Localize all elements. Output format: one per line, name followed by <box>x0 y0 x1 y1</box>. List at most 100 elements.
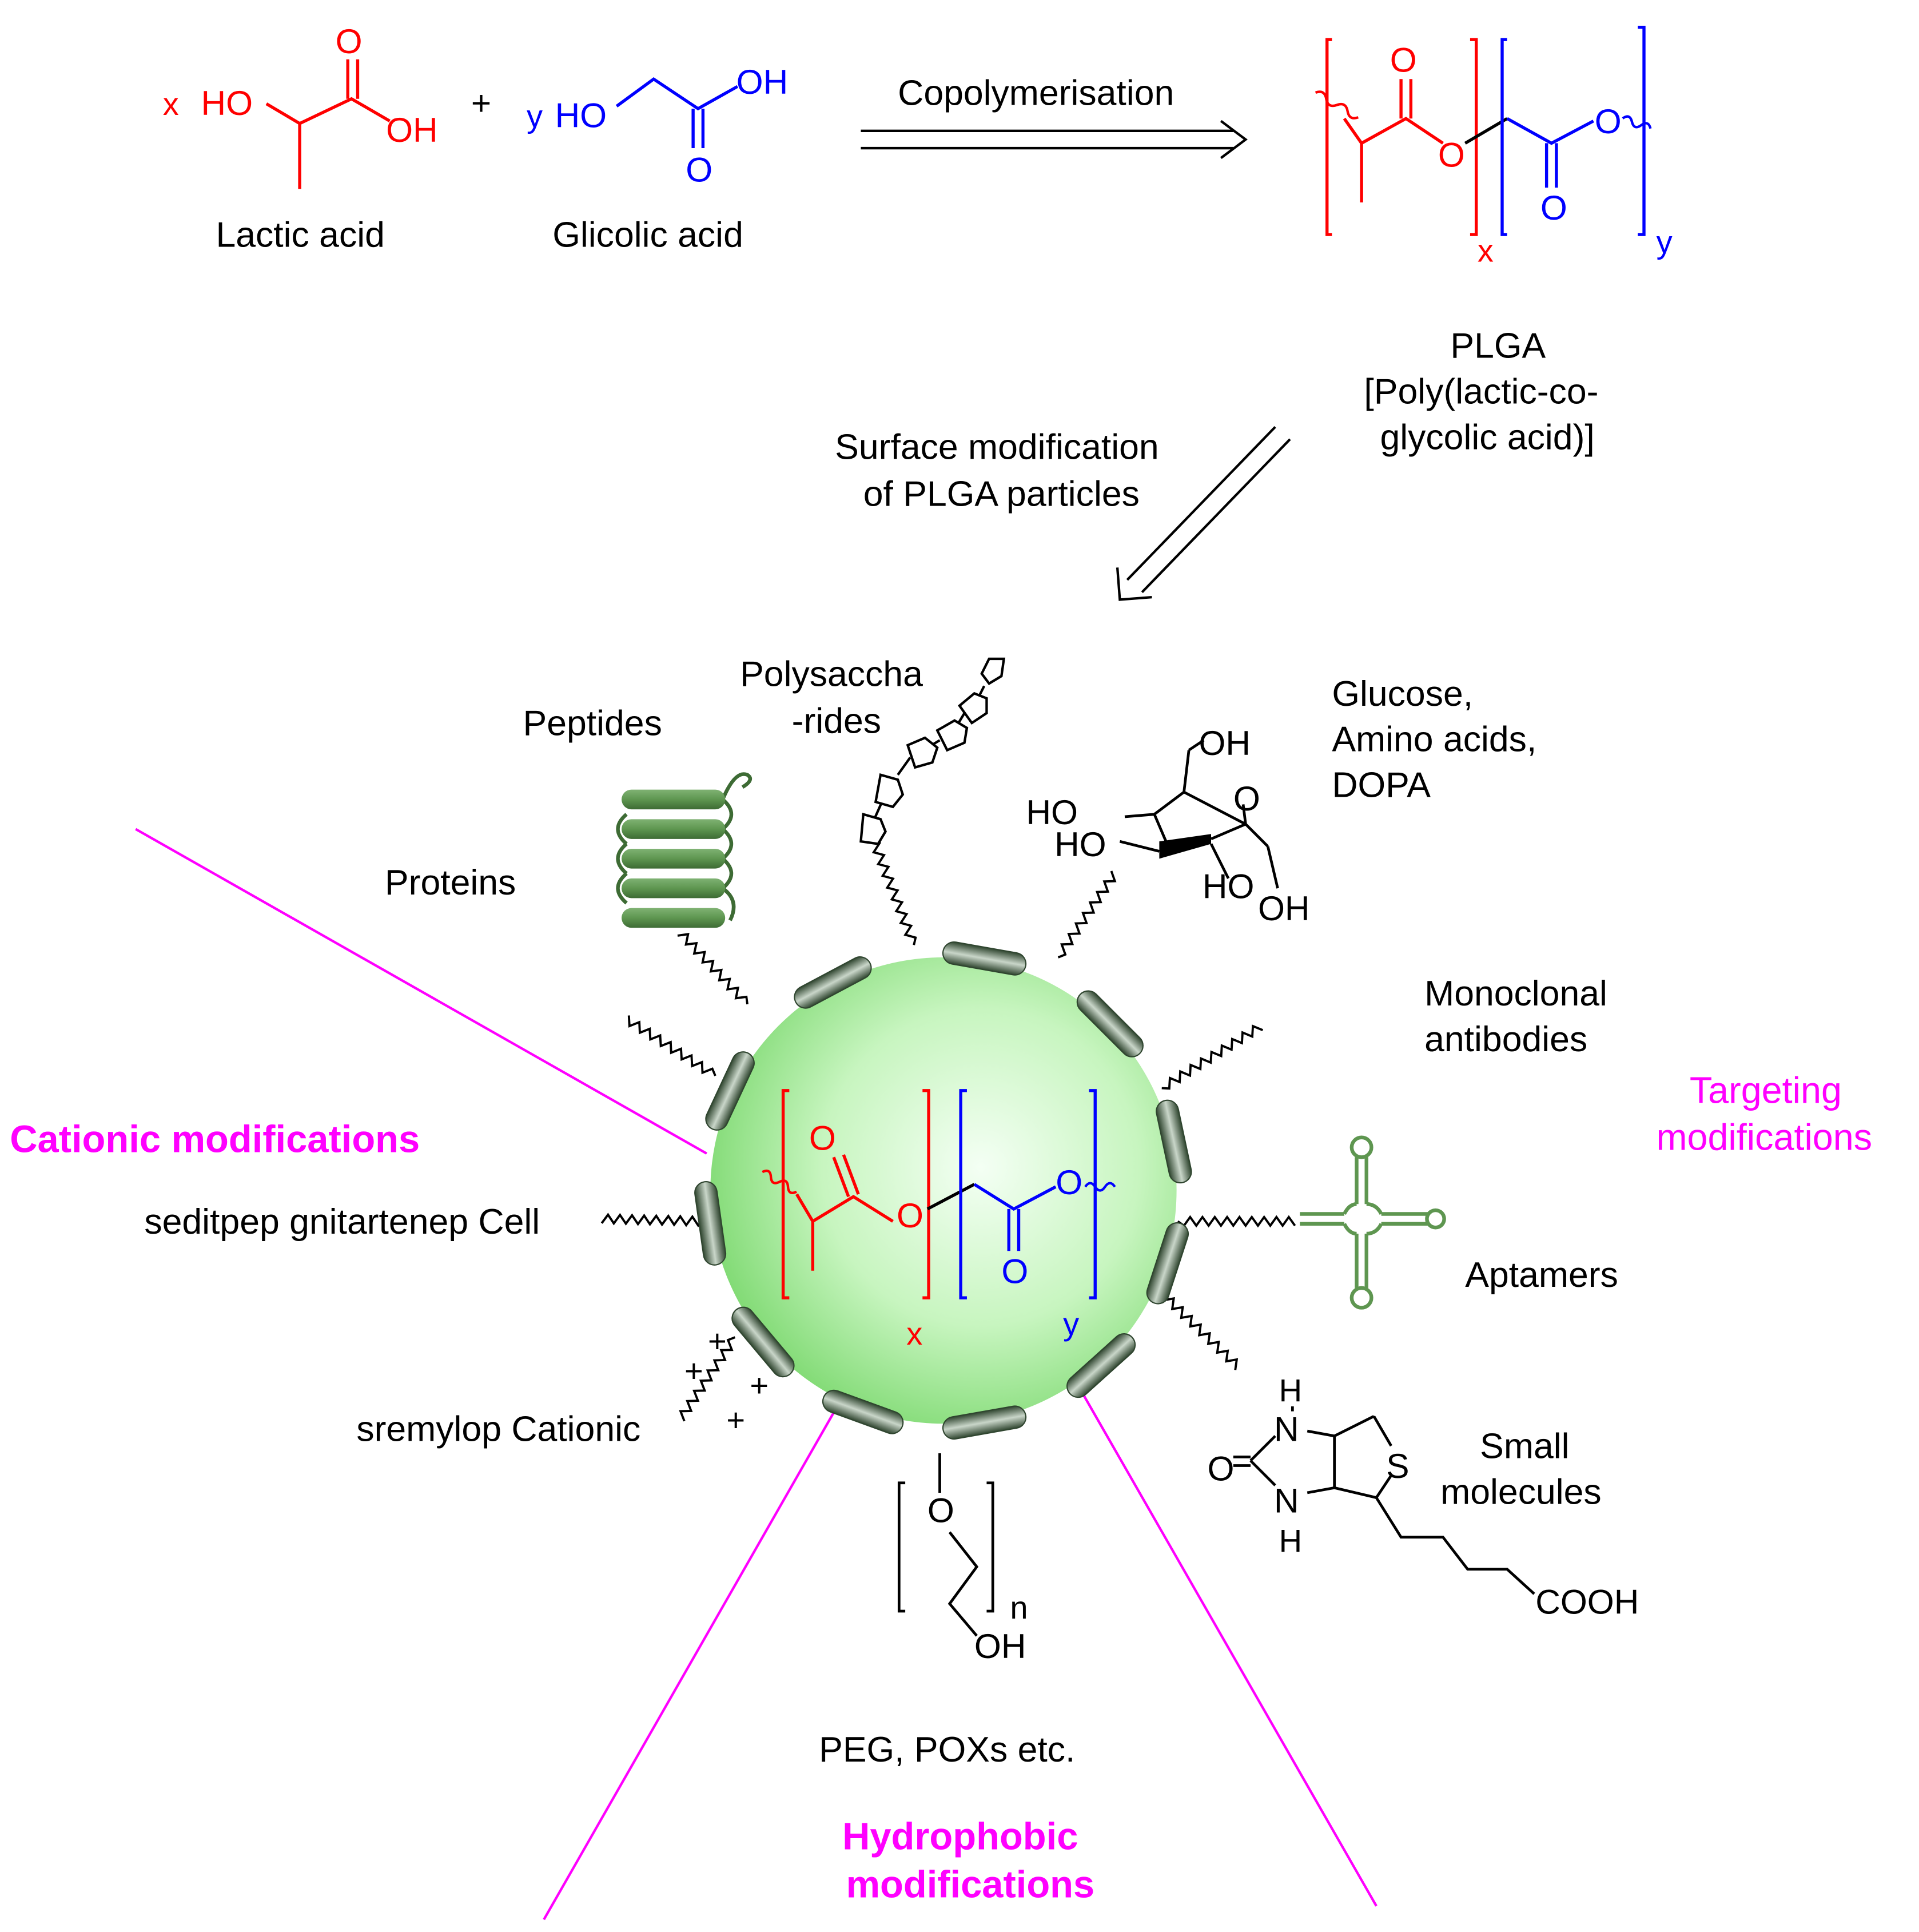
glucose-o-ring: O <box>1233 779 1260 818</box>
charge-plus-4: + <box>726 1402 745 1438</box>
charge-plus-2: + <box>684 1353 703 1389</box>
surface-modification-arrow <box>1116 426 1291 601</box>
biotin-cooh: COOH <box>1535 1582 1639 1621</box>
label-peg: PEG, POXs etc. <box>819 1730 1075 1770</box>
surface-mod-line1: Surface modification <box>835 427 1159 467</box>
category-cationic: Cationic modifications <box>10 1118 420 1161</box>
glycolic-acid-structure: y HO O OH <box>527 62 788 189</box>
particle-shell <box>694 941 1192 1440</box>
biotin-n-bottom: N <box>1274 1481 1299 1520</box>
glucose-ho-1: HO <box>1026 793 1078 832</box>
shell-segment <box>822 1389 904 1434</box>
particle-o4: O <box>1056 1163 1082 1202</box>
product-o3: O <box>1540 188 1567 227</box>
category-targeting-2: modifications <box>1657 1116 1873 1158</box>
label-monoclonal-2: antibodies <box>1424 1019 1587 1059</box>
label-small-2: molecules <box>1440 1472 1602 1512</box>
shell-segment <box>942 1405 1027 1440</box>
label-cell-penetrating-peptides: seditpep gnitartenep Cell <box>144 1202 540 1242</box>
linker-peptide <box>627 1015 716 1076</box>
glucose-ho-2: HO <box>1054 825 1106 864</box>
peg-o: O <box>927 1491 954 1530</box>
copolymerisation-label: Copolymerisation <box>898 73 1174 113</box>
category-hydrophobic-2: modifications <box>846 1863 1095 1906</box>
label-polysaccharides-2: -rides <box>792 701 881 741</box>
product-o4: O <box>1595 102 1622 141</box>
shell-segment <box>1146 1222 1189 1305</box>
protein-beta-sheet-icon <box>616 772 753 928</box>
biotin-structure: H N O N H S COOH <box>1208 1372 1639 1621</box>
peg-structure: O n OH <box>897 1453 1028 1665</box>
lactic-coef: x <box>163 86 179 122</box>
glucose-ho-3: HO <box>1203 866 1255 905</box>
label-proteins: Proteins <box>385 862 516 903</box>
charge-plus-1: + <box>708 1323 727 1359</box>
label-cationic-polymers: sremylop Cationic <box>356 1409 640 1449</box>
particle-o1: O <box>809 1118 836 1157</box>
lactic-ho: HO <box>201 84 253 122</box>
glycolic-acid-label: Glicolic acid <box>552 215 743 255</box>
linker-aptamer <box>1177 1215 1296 1228</box>
surface-linkers <box>600 839 1296 1422</box>
label-glucose-2: Amino acids, <box>1332 719 1536 760</box>
category-targeting-1: Targeting <box>1690 1069 1842 1111</box>
plga-name: PLGA <box>1450 326 1546 366</box>
plga-nanoparticle <box>710 957 1177 1424</box>
shell-segment <box>694 1181 727 1266</box>
glucose-oh-bottom: OH <box>1258 889 1310 928</box>
linker-cpp <box>600 1213 711 1227</box>
shell-segment <box>1066 1333 1136 1398</box>
shell-segment <box>1156 1099 1192 1184</box>
particle-sub-y: y <box>1063 1306 1079 1342</box>
label-glucose-1: Glucose, <box>1332 674 1473 714</box>
aptamer-icon <box>1300 1135 1446 1310</box>
divider-line-upper-left <box>135 828 707 1155</box>
lactic-acid-label: Lactic acid <box>216 215 384 255</box>
divider-line-bottom-left <box>543 1403 840 1921</box>
divider-line-bottom-right <box>1080 1391 1377 1907</box>
linker-glucose <box>1057 870 1117 959</box>
lactic-oh: OH <box>386 110 438 149</box>
charge-plus-3: + <box>750 1367 769 1404</box>
category-hydrophobic-1: Hydrophobic <box>842 1815 1078 1858</box>
particle-sub-x: x <box>906 1315 922 1351</box>
linker-small-molecule <box>1160 1293 1239 1370</box>
lactic-acid-structure: x HO O OH <box>163 22 438 189</box>
shell-segment <box>731 1306 795 1378</box>
copolymerisation-arrow <box>861 120 1248 160</box>
plga-product-structure: O O x O O y <box>1315 25 1673 268</box>
lactic-o: O <box>336 22 363 61</box>
shell-segment <box>705 1051 755 1131</box>
plus-sign: + <box>471 84 491 122</box>
label-peptides: Peptides <box>523 703 662 744</box>
linker-polysaccharide <box>869 839 917 945</box>
label-glucose-3: DOPA <box>1332 765 1431 805</box>
surface-mod-line2: of PLGA particles <box>863 474 1140 514</box>
label-polysaccharides-1: Polysaccha <box>740 654 923 694</box>
peg-oh: OH <box>974 1627 1026 1665</box>
biotin-n-top: N <box>1274 1409 1299 1448</box>
plga-full-line1: [Poly(lactic-co- <box>1364 371 1598 411</box>
plga-full-line2: glycolic acid)] <box>1380 417 1594 457</box>
particle-o3: O <box>1001 1251 1028 1290</box>
peg-n: n <box>1010 1589 1028 1625</box>
particle-o2: O <box>897 1196 923 1235</box>
shell-segment <box>794 956 872 1009</box>
label-monoclonal-1: Monoclonal <box>1424 973 1607 1013</box>
biotin-h-bottom: H <box>1279 1522 1303 1559</box>
linker-protein <box>677 933 749 1005</box>
biotin-o: O <box>1208 1449 1235 1488</box>
linker-antibody <box>1161 1024 1264 1090</box>
polysaccharide-chain-icon <box>859 657 1006 845</box>
cationic-charges: + + + + <box>684 1323 769 1438</box>
glycolic-oh: OH <box>736 62 789 101</box>
glycolic-ho: HO <box>555 96 607 134</box>
product-sub-y: y <box>1657 224 1673 260</box>
glycolic-o: O <box>686 150 712 189</box>
particle-plga-structure: O O x O O y <box>762 1089 1116 1351</box>
linker-cationic <box>679 1336 736 1422</box>
label-aptamers: Aptamers <box>1465 1255 1618 1295</box>
glucose-oh-top: OH <box>1199 723 1251 762</box>
label-small-1: Small <box>1480 1426 1569 1466</box>
